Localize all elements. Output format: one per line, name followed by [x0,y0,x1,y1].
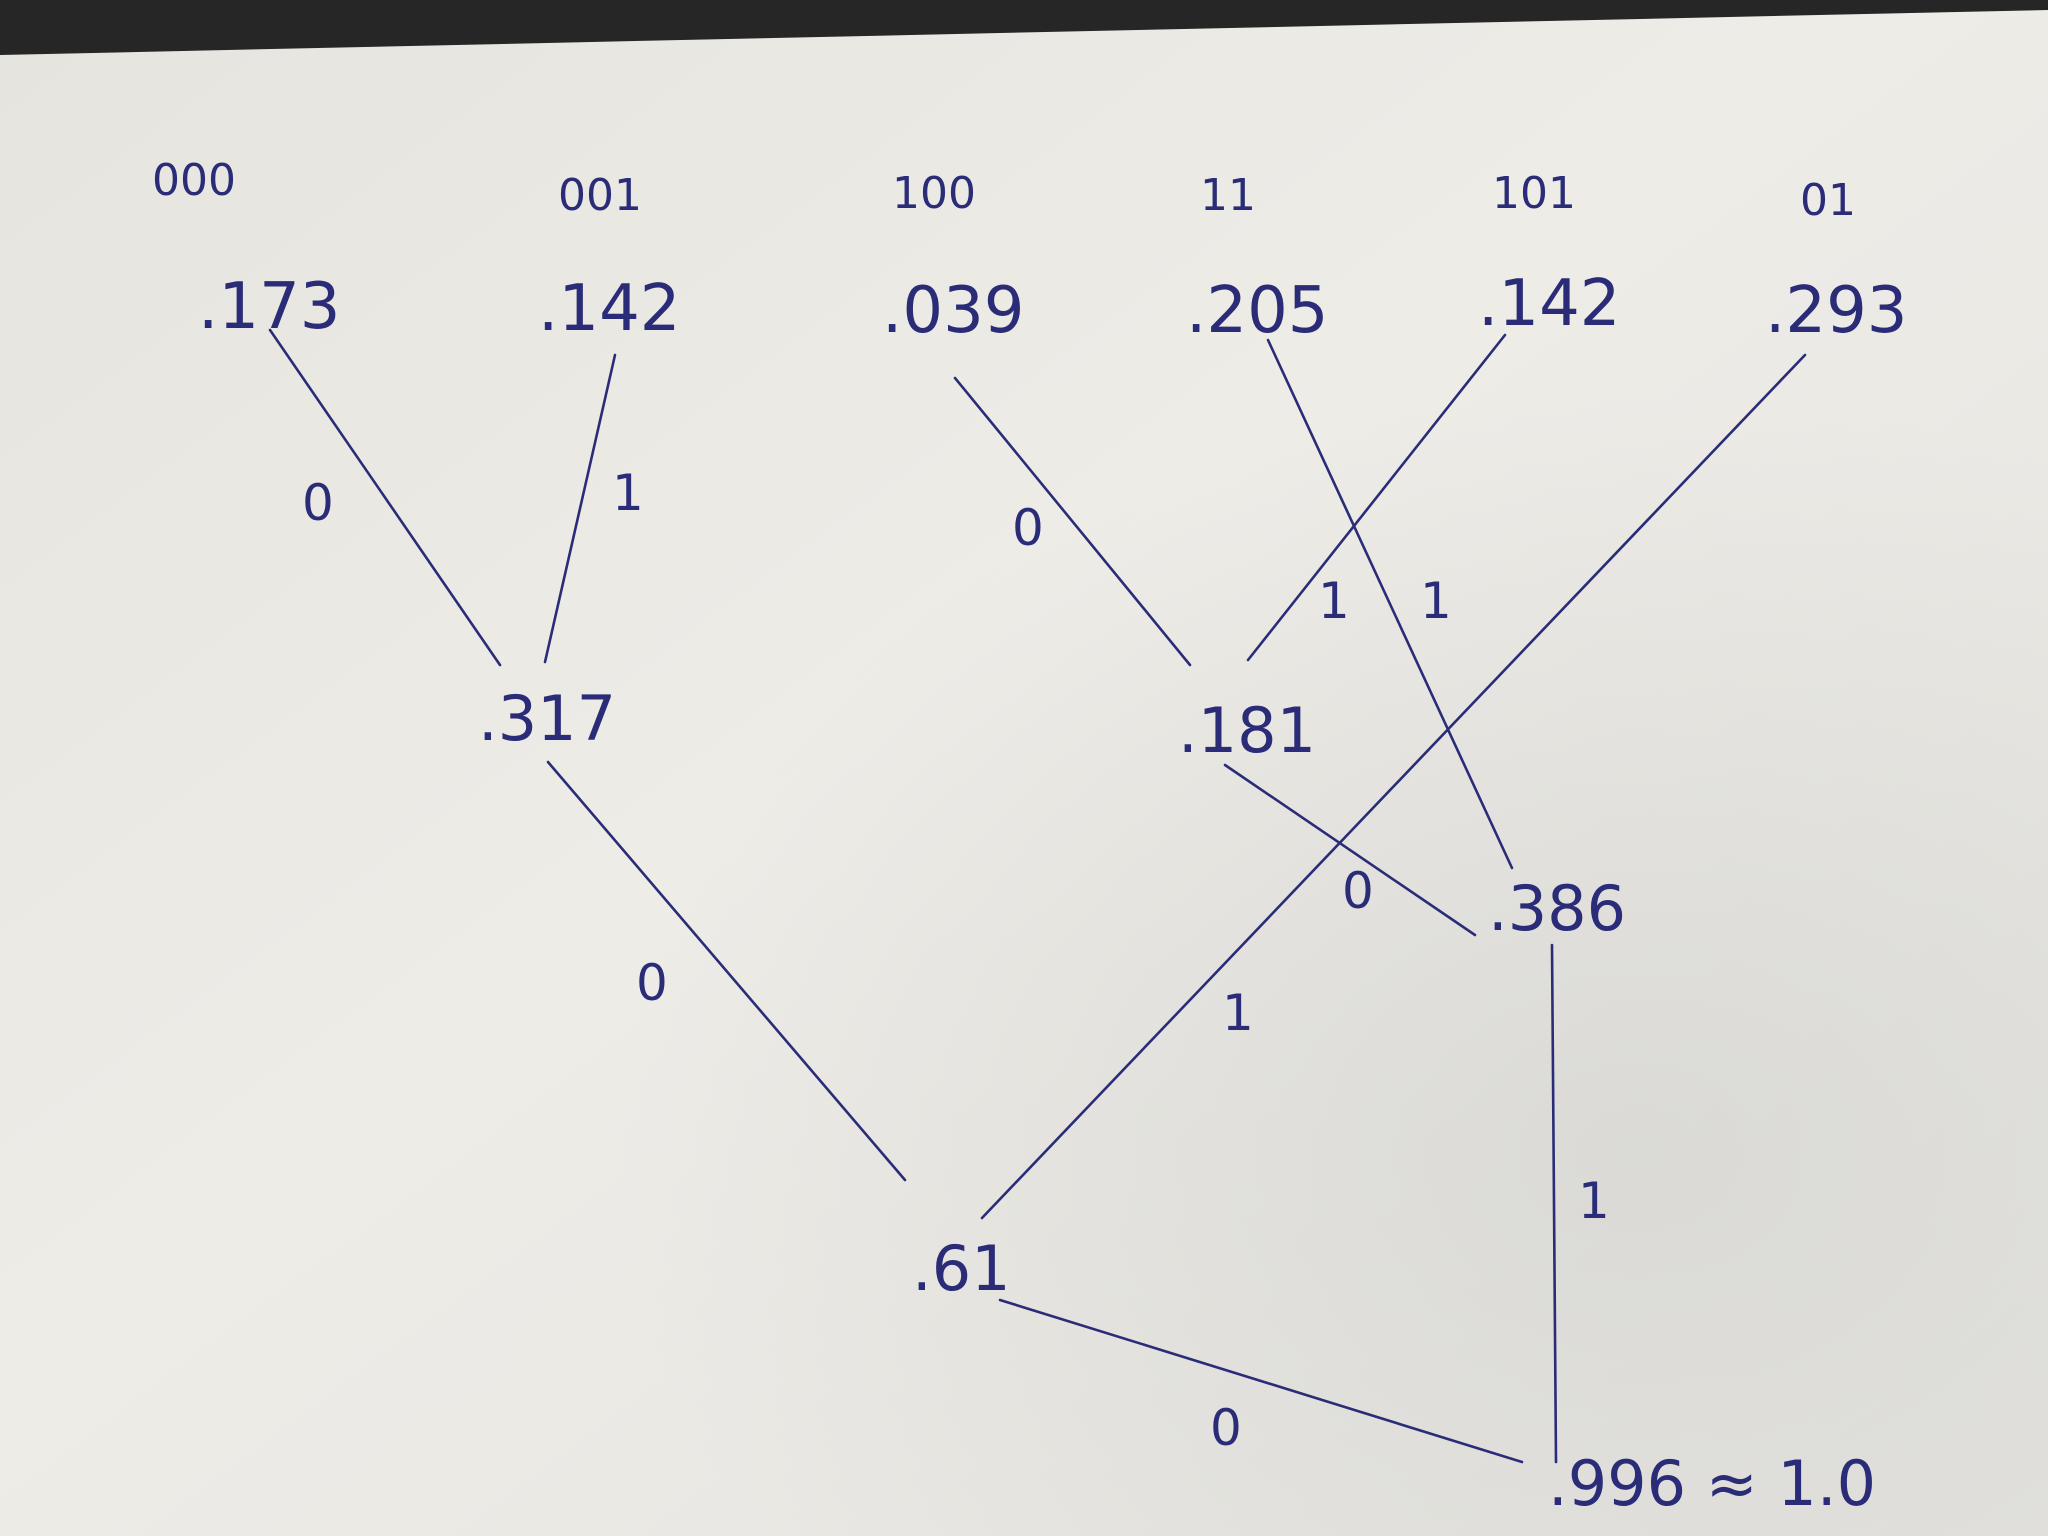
node-root: .996 ≈ 1.0 [1548,1447,1876,1520]
edge-label-142b: 1 [1318,572,1350,630]
leaf-code-1: 000 [152,155,236,206]
leaf-prob-1: .173 [198,270,341,344]
node-61: .61 [912,1232,1011,1305]
edge-label-293: 1 [1222,984,1254,1042]
edge-label-181: 0 [1342,862,1374,920]
edge-label-173: 0 [302,474,334,532]
edge-181-to-386 [1223,763,1477,937]
leaf-code-5: 101 [1492,168,1576,219]
edge-205-to-386 [1266,338,1514,870]
edge-386-to-root [1550,943,1558,1464]
leaf-prob-6: .293 [1765,274,1908,348]
node-386: .386 [1488,872,1626,945]
node-181: .181 [1178,694,1316,767]
leaf-code-2: 001 [558,170,642,221]
leaf-prob-5: .142 [1478,267,1621,341]
edge-label-386: 1 [1578,1172,1610,1230]
edge-61-to-root [998,1298,1524,1464]
node-317: .317 [478,682,616,755]
edge-label-61: 0 [1210,1399,1242,1457]
edge-039-to-181 [953,376,1192,667]
leaf-code-4: 11 [1200,170,1256,221]
edge-label-039: 0 [1012,499,1044,557]
edge-173-to-317 [268,328,502,667]
edge-label-205: 1 [1420,572,1452,630]
edge-317-to-61 [546,760,907,1182]
edge-label-317: 0 [636,954,668,1012]
leaf-prob-4: .205 [1186,274,1329,348]
leaf-prob-2: .142 [538,272,681,346]
edge-293-to-61 [980,353,1807,1220]
edge-label-142a: 1 [612,464,644,522]
leaf-code-6: 01 [1800,175,1856,226]
edge-142a-to-317 [543,353,617,664]
leaf-prob-3: .039 [882,274,1025,348]
edge-142b-to-181 [1246,333,1507,662]
leaf-code-3: 100 [892,168,976,219]
